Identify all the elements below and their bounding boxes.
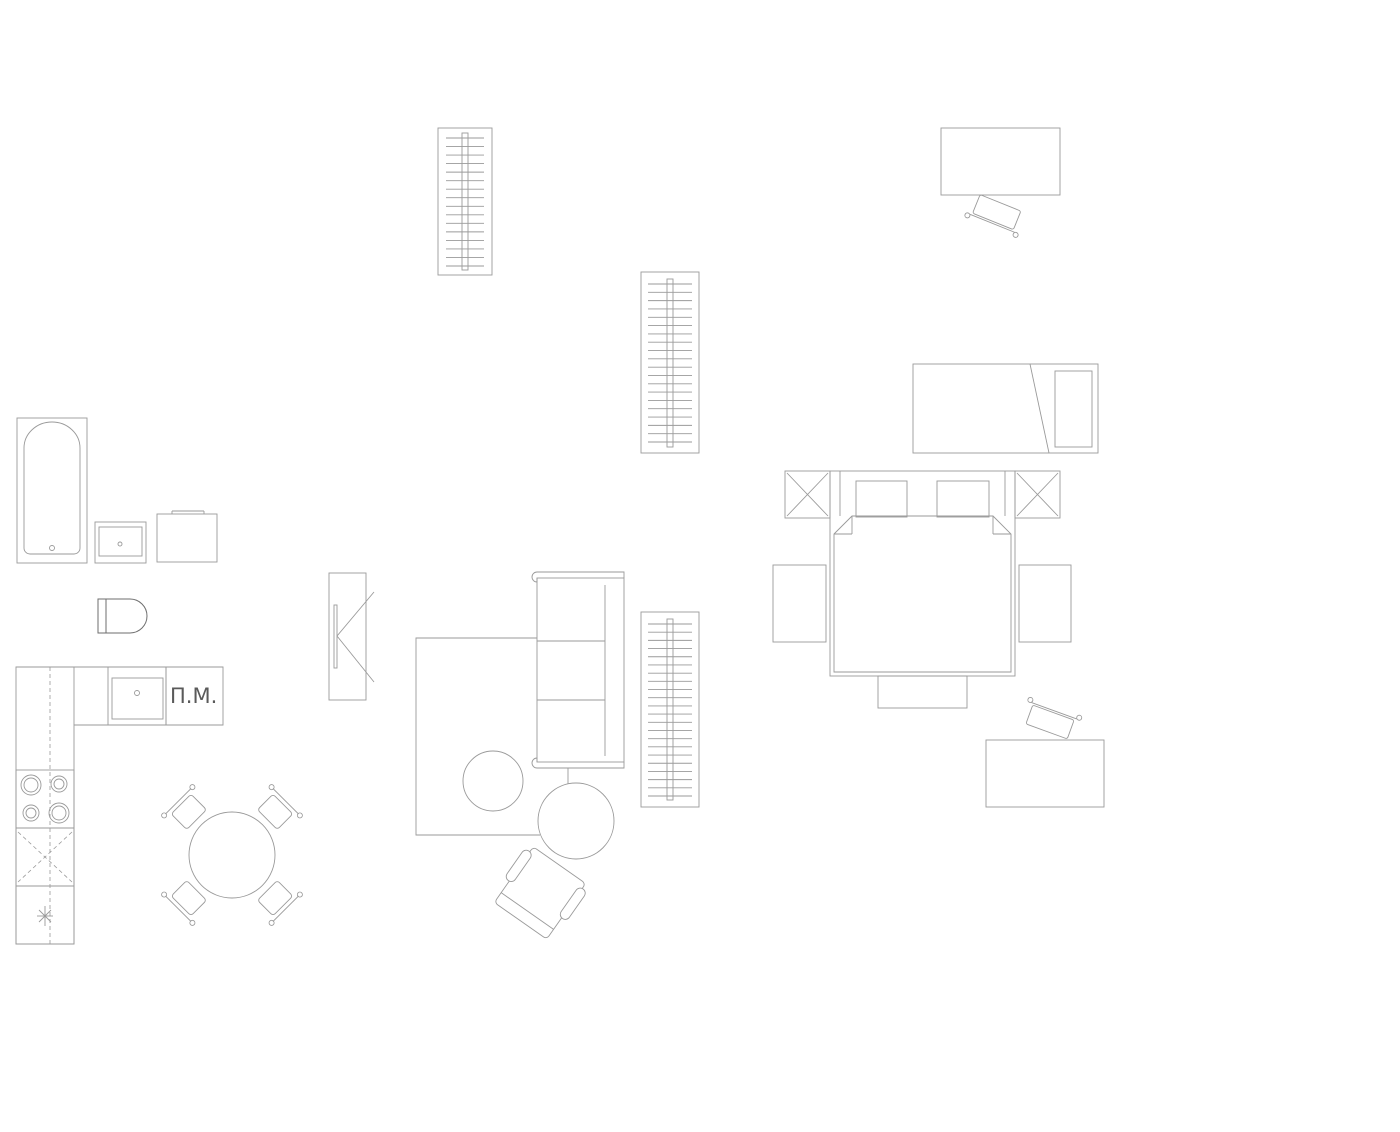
nightstand — [1014, 470, 1061, 519]
side-table — [537, 768, 615, 860]
wardrobe — [640, 611, 700, 808]
fridge — [15, 885, 75, 945]
desk — [940, 127, 1061, 196]
bathtub — [16, 417, 88, 564]
bench — [877, 675, 968, 709]
cooktop — [15, 769, 75, 829]
single-bed — [912, 363, 1099, 454]
dining-table — [188, 811, 276, 899]
sofa — [531, 571, 625, 769]
washbasin-cabinet — [156, 510, 218, 563]
desk — [985, 739, 1105, 808]
wardrobe — [437, 127, 493, 276]
dining-chair — [258, 784, 303, 829]
wardrobe — [640, 271, 700, 454]
nightstand — [784, 470, 831, 519]
armchair — [495, 847, 586, 939]
rug — [415, 637, 540, 836]
double-bed — [829, 470, 1016, 677]
toilet — [97, 598, 148, 634]
entry-door — [328, 572, 375, 701]
dining-chair — [161, 784, 206, 829]
dining-chair — [258, 881, 303, 926]
desk-chair — [1026, 697, 1083, 739]
kitchen-sink — [107, 666, 167, 726]
pouf — [772, 564, 827, 643]
pouf — [1018, 564, 1072, 643]
bathroom-sink — [94, 521, 147, 564]
dining-chair — [161, 881, 206, 926]
desk-chair — [964, 194, 1021, 238]
coffee-table — [462, 750, 524, 812]
dishwasher — [15, 827, 75, 887]
washing-machine-label: П.М. — [170, 684, 217, 708]
